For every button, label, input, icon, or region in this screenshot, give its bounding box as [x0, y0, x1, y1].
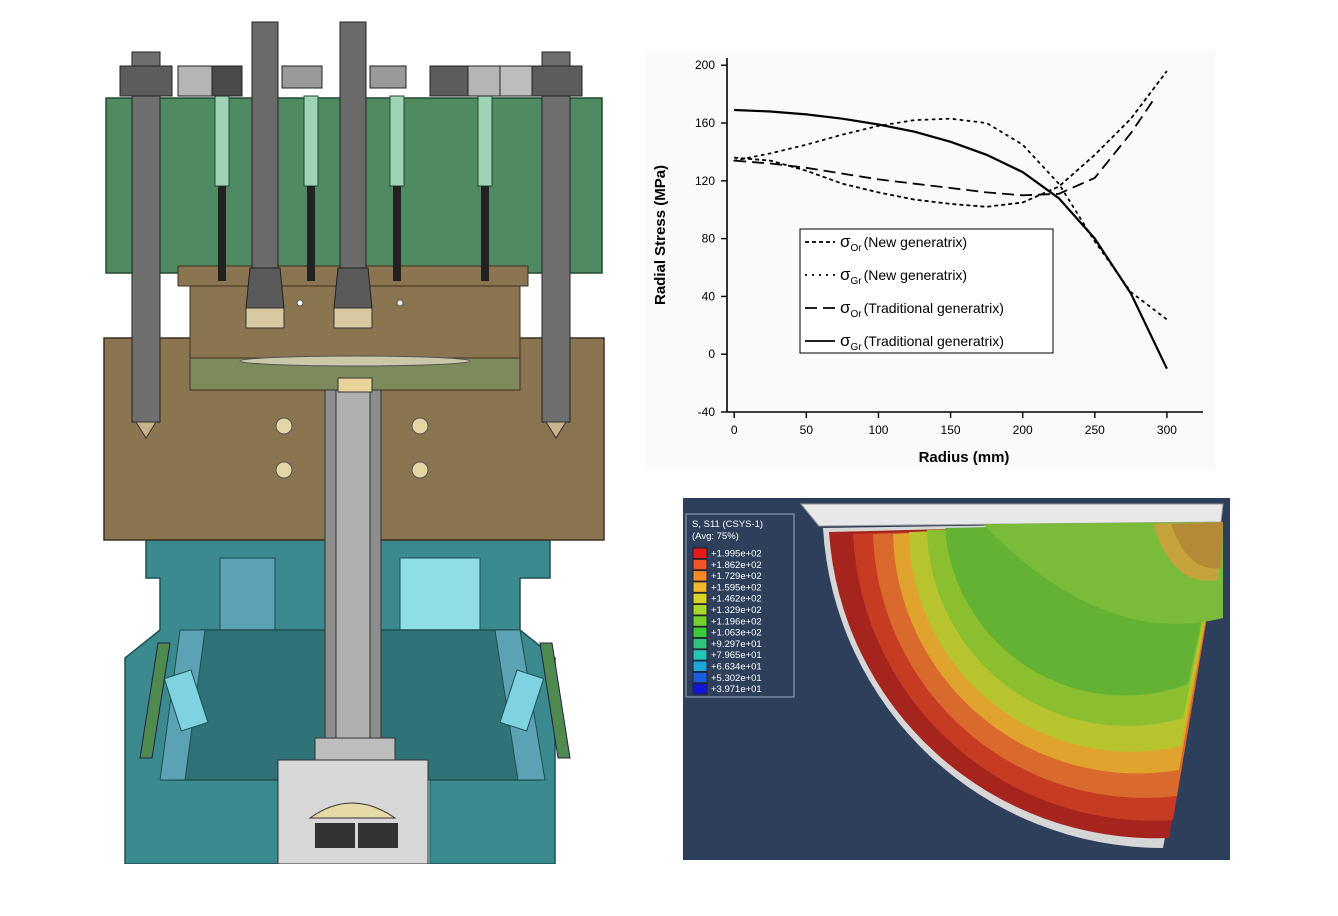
legend-subscript: Or: [851, 309, 863, 320]
series-line-1: [734, 70, 1168, 208]
y-tick-label: -40: [698, 405, 716, 419]
legend-label-1: σOr(New generatrix): [840, 232, 967, 254]
legend-text: (New generatrix): [864, 267, 967, 283]
fea-legend-value: +9.297e+01: [711, 639, 762, 650]
y-tick-label: 120: [695, 174, 715, 188]
cad-assembly-cross-section: [103, 21, 605, 864]
fea-legend-swatch: [692, 626, 708, 639]
fea-legend-value: +1.462e+02: [711, 594, 762, 605]
y-axis-label: Radial Stress (MPa): [652, 165, 669, 305]
fea-legend-entries: +1.995e+02+1.862e+02+1.729e+02+1.595e+02…: [692, 547, 762, 695]
legend-subscript: Gr: [851, 276, 863, 287]
measurement-probes: [214, 21, 493, 329]
y-tick-label: 0: [708, 347, 715, 361]
fea-legend-swatch: [692, 649, 708, 661]
fea-legend: S, S11 (CSYS-1) (Avg: 75%) +1.995e+02+1.…: [685, 513, 795, 698]
radial-stress-chart: -40 0 40 80 120 160 200 0 50 100 150 200 250 300 Rad…: [645, 50, 1215, 470]
y-tick-label: 200: [695, 58, 715, 72]
fea-legend-value: +1.063e+02: [711, 628, 762, 639]
x-tick-label: 50: [800, 423, 814, 437]
legend-symbol: σ: [840, 331, 851, 350]
legend-symbol: σ: [840, 265, 851, 284]
fea-legend-value: +3.971e+01: [711, 684, 762, 695]
series-line-2: [733, 117, 1168, 321]
fea-legend-swatch: [692, 660, 708, 672]
fea-legend-title-2: (Avg: 75%): [692, 531, 739, 542]
legend-text: (Traditional generatrix): [864, 300, 1004, 316]
legend-symbol: σ: [840, 232, 851, 251]
fea-legend-value: +1.862e+02: [711, 560, 762, 571]
legend-text: (New generatrix): [864, 234, 967, 250]
legend-subscript: Or: [851, 243, 863, 254]
y-tick-label: 80: [702, 232, 716, 246]
legend-label-3: σOr(Traditional generatrix): [840, 298, 1004, 320]
fea-legend-swatch: [692, 581, 708, 593]
legend-items: σOr(New generatrix)σGr(New generatrix)σO…: [805, 232, 1004, 353]
legend-label-4: σGr(Traditional generatrix): [840, 331, 1004, 353]
legend-label-2: σGr(New generatrix): [840, 265, 967, 287]
y-tick-group: -40 0 40 80 120 160 200: [695, 58, 727, 419]
fea-model: [799, 503, 1224, 849]
legend-symbol: σ: [840, 298, 851, 317]
fea-legend-value: +1.595e+02: [711, 582, 762, 593]
x-tick-label: 100: [868, 423, 888, 437]
side-flanges: [139, 642, 571, 759]
fea-legend-value: +1.329e+02: [711, 605, 762, 616]
y-tick-label: 160: [695, 116, 715, 130]
fea-legend-swatch: [692, 570, 708, 582]
x-tick-label: 300: [1157, 423, 1177, 437]
central-shaft: [277, 377, 429, 864]
series-line-4: [734, 108, 1168, 370]
series-line-3: [734, 100, 1154, 197]
fea-legend-swatch: [692, 592, 708, 605]
x-tick-label: 250: [1085, 423, 1105, 437]
fea-legend-swatch: [692, 604, 708, 616]
fea-legend-swatch: [692, 637, 708, 650]
fea-legend-swatch: [692, 558, 708, 571]
top-nuts: [119, 65, 583, 97]
legend-subscript: Gr: [851, 342, 863, 353]
legend-box: [799, 228, 1054, 354]
fea-legend-title-1: S, S11 (CSYS-1): [692, 519, 763, 530]
y-tick-label: 40: [702, 289, 716, 303]
x-tick-group: 0 50 100 150 200 250 300: [731, 412, 1177, 437]
fea-legend-value: +1.729e+02: [711, 571, 762, 582]
fea-legend-swatch: [692, 671, 708, 684]
fea-contour-plot: S, S11 (CSYS-1) (Avg: 75%) +1.995e+02+1.…: [683, 498, 1230, 860]
fea-legend-swatch: [692, 683, 708, 695]
x-tick-label: 150: [941, 423, 961, 437]
chart-legend: σOr(New generatrix)σGr(New generatrix)σO…: [799, 228, 1054, 354]
fea-legend-value: +7.965e+01: [711, 650, 762, 661]
tie-rods: [131, 51, 571, 439]
fea-legend-swatch: [692, 615, 708, 627]
x-axis-label: Radius (mm): [919, 449, 1010, 466]
x-tick-label: 0: [731, 423, 738, 437]
fea-legend-value: +1.196e+02: [711, 616, 762, 627]
legend-text: (Traditional generatrix): [864, 333, 1004, 349]
fea-legend-value: +6.634e+01: [711, 662, 762, 673]
series-lines: [733, 70, 1168, 370]
fea-legend-swatch: [692, 547, 708, 559]
x-tick-label: 200: [1013, 423, 1033, 437]
fea-legend-value: +1.995e+02: [711, 549, 762, 560]
fea-legend-value: +5.302e+01: [711, 673, 762, 684]
